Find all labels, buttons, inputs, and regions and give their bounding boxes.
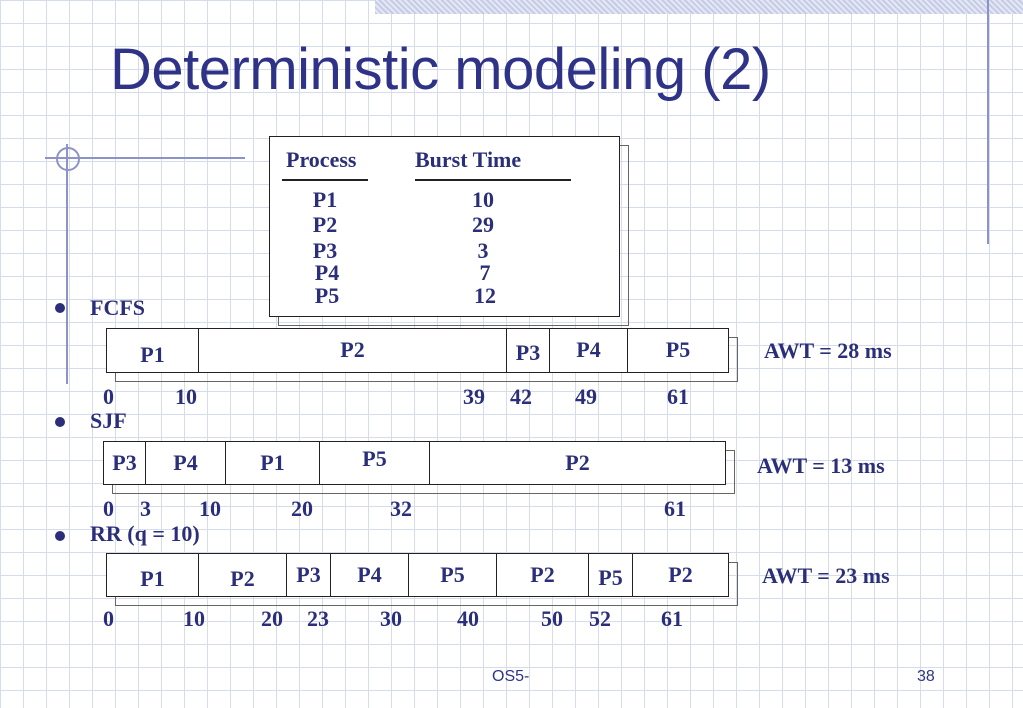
top-decorative-band (375, 0, 1023, 14)
gantt-segment-label: P2 (565, 450, 590, 475)
gantt-segment: P4 (146, 442, 226, 484)
gantt-segment: P5 (628, 329, 728, 372)
gantt-segment: P2 (199, 554, 287, 596)
bullet-icon (55, 531, 65, 541)
gantt-segment-label: P5 (440, 562, 465, 587)
gantt-segment-label: P4 (357, 562, 382, 587)
bullet-icon (55, 417, 65, 427)
table-cell-burst: 7 (479, 260, 491, 285)
gantt-segment-label: P4 (173, 450, 198, 475)
schedule-label-rr: RR (q = 10) (90, 521, 200, 546)
gantt-segment: P2 (430, 442, 725, 484)
table-cell-burst: 29 (472, 212, 494, 237)
time-tick: 32 (390, 496, 412, 521)
gantt-segment: P3 (104, 442, 146, 484)
time-tick: 10 (175, 384, 197, 409)
gantt-segment: P5 (320, 442, 430, 484)
gantt-segment: P1 (107, 554, 199, 596)
time-tick: 30 (380, 606, 402, 631)
gantt-segment: P2 (497, 554, 589, 596)
gantt-segment-label: P3 (112, 450, 137, 475)
gantt-segment-label: P2 (668, 562, 693, 587)
time-tick: 49 (575, 384, 597, 409)
gantt-segment: P2 (633, 554, 728, 596)
table-cell-process: P3 (312, 238, 338, 263)
footer-label: OS5- (492, 668, 530, 685)
time-tick: 23 (307, 606, 329, 631)
table-header-process: Process (286, 147, 357, 172)
gantt-segment-label: P5 (362, 446, 387, 471)
time-tick: 61 (664, 496, 686, 521)
gantt-chart-rr: P1 P2 P3 P4 P5 P2 P5 P2 (106, 553, 729, 597)
gantt-segment-label: P2 (530, 562, 555, 587)
time-tick: 20 (261, 606, 283, 631)
gantt-segment-label: P4 (576, 337, 601, 362)
gantt-chart-sjf: P3 P4 P1 P5 P2 (103, 441, 726, 485)
gantt-segment-label: P5 (598, 565, 623, 590)
gantt-segment: P1 (226, 442, 320, 484)
table-cell-burst: 3 (477, 238, 489, 263)
gantt-segment-label: P2 (230, 566, 255, 591)
gantt-chart-fcfs: P1 P2 P3 P4 P5 (106, 328, 729, 373)
table-cell-burst: 12 (474, 283, 496, 308)
time-tick: 20 (291, 496, 313, 521)
time-tick: 0 (103, 496, 114, 521)
gantt-segment: P3 (287, 554, 331, 596)
time-tick: 0 (103, 384, 114, 409)
time-tick: 42 (510, 384, 532, 409)
gantt-segment: P5 (409, 554, 497, 596)
gantt-segment: P2 (199, 329, 507, 372)
gantt-segment: P5 (589, 554, 633, 596)
table-cell-process: P1 (312, 187, 338, 212)
schedule-label-fcfs: FCFS (90, 295, 145, 320)
table-cell-process: P2 (312, 212, 338, 237)
awt-fcfs: AWT = 28 ms (764, 338, 892, 363)
gantt-segment-label: P3 (296, 562, 321, 587)
table-cell-process: P4 (314, 260, 340, 285)
gantt-segment: P1 (107, 329, 199, 372)
schedule-label-sjf: SJF (90, 408, 127, 433)
table-header-rule (415, 179, 571, 181)
table-header-rule (282, 179, 368, 181)
title-underline-decoration (45, 157, 245, 159)
gantt-segment-label: P1 (140, 566, 165, 591)
time-tick: 39 (463, 384, 485, 409)
gantt-segment-label: P2 (340, 337, 365, 362)
gantt-segment-label: P1 (140, 342, 165, 367)
page-number: 38 (917, 668, 935, 685)
time-tick: 52 (589, 606, 611, 631)
gantt-segment-label: P3 (515, 340, 541, 365)
time-tick: 40 (457, 606, 479, 631)
bullet-icon (55, 303, 65, 313)
table-header-burst-time: Burst Time (415, 147, 522, 172)
gantt-segment: P4 (550, 329, 628, 372)
time-tick: 3 (140, 496, 151, 521)
gantt-segment: P4 (331, 554, 409, 596)
time-tick: 10 (199, 496, 221, 521)
right-decorative-line (987, 0, 989, 244)
left-decorative-line (66, 144, 68, 384)
time-tick: 10 (183, 606, 205, 631)
slide-title: Deterministic modeling (2) (110, 37, 771, 102)
gantt-segment-label: P5 (665, 337, 691, 362)
awt-sjf: AWT = 13 ms (757, 453, 885, 478)
gantt-segment-label: P1 (260, 450, 285, 475)
crosshair-ornament (56, 147, 80, 171)
table-cell-burst: 10 (472, 187, 494, 212)
time-tick: 61 (667, 384, 689, 409)
time-tick: 61 (661, 606, 683, 631)
table-cell-process: P5 (314, 283, 340, 308)
awt-rr: AWT = 23 ms (762, 563, 890, 588)
gantt-segment: P3 (507, 329, 550, 372)
time-tick: 0 (103, 606, 114, 631)
time-tick: 50 (541, 606, 563, 631)
process-table: Process Burst Time P1 10 P2 29 P3 3 P4 7… (269, 136, 620, 317)
